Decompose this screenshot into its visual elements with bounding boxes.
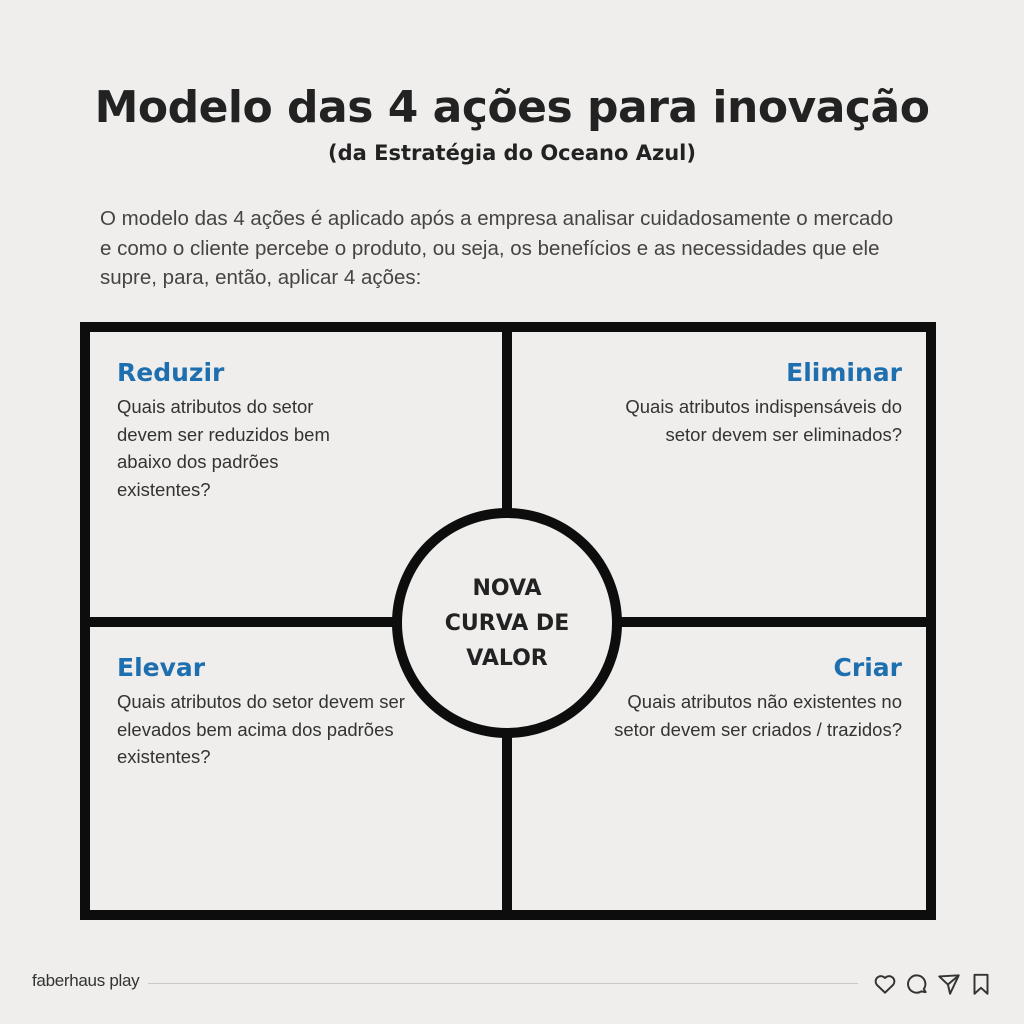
share-icon[interactable]: [936, 971, 962, 997]
comment-icon[interactable]: [904, 971, 930, 997]
quadrant-text: Quais atributos do setor devem ser reduz…: [117, 396, 330, 500]
center-label: NOVA CURVA DE VALOR: [444, 575, 570, 671]
page-subtitle: (da Estratégia do Oceano Azul): [328, 141, 696, 165]
quadrant-title: Elevar: [117, 653, 206, 682]
page-title: Modelo das 4 ações para inovação: [94, 82, 930, 133]
quadrant-title: Criar: [833, 653, 902, 682]
action-icons: [872, 970, 994, 998]
quadrant-elevar: Elevar Quais atributos do setor devem se…: [117, 653, 437, 771]
quadrant-text: Quais atributos do setor devem ser eleva…: [117, 691, 405, 767]
center-circle: NOVA CURVA DE VALOR: [392, 508, 622, 738]
quadrant-title: Reduzir: [117, 358, 225, 387]
brand-logo: faberhaus play: [32, 971, 140, 990]
bookmark-icon[interactable]: [968, 971, 994, 997]
quadrant-reduzir: Reduzir Quais atributos do setor devem s…: [117, 358, 437, 503]
footer-divider: [148, 983, 858, 984]
quadrant-text: Quais atributos indispensáveis do setor …: [625, 396, 902, 445]
quadrant-criar: Criar Quais atributos não existentes no …: [580, 653, 902, 743]
intro-paragraph: O modelo das 4 ações é aplicado após a e…: [100, 207, 894, 289]
quadrant-text: Quais atributos não existentes no setor …: [614, 691, 902, 740]
heart-icon[interactable]: [872, 971, 898, 997]
quadrant-title: Eliminar: [786, 358, 902, 387]
quadrant-eliminar: Eliminar Quais atributos indispensáveis …: [580, 358, 902, 448]
